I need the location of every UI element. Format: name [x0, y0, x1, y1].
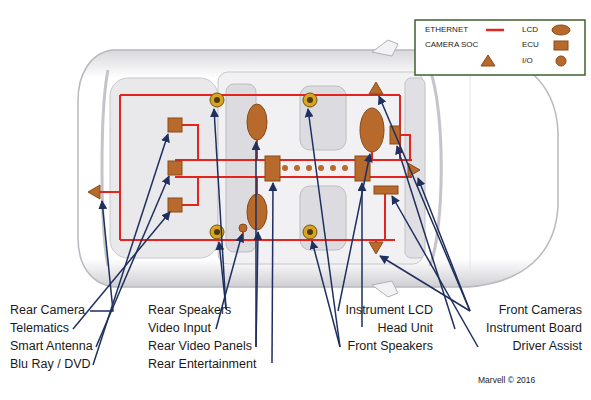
speaker-cone [307, 229, 313, 235]
callout-label: Instrument LCD [345, 304, 433, 317]
speaker-cone [307, 97, 313, 103]
lcd-symbol [247, 194, 267, 230]
console-dot [342, 165, 348, 171]
legend-label: CAMERA SOC [425, 41, 478, 49]
ecu-symbol [168, 198, 182, 212]
leader-line [272, 183, 273, 363]
car-body [78, 50, 558, 287]
callout-label: Rear Speakers [148, 304, 231, 317]
dashboard [405, 78, 425, 258]
speaker-symbol [303, 225, 317, 239]
hood-line [470, 60, 471, 277]
legend-sample-lcd [552, 25, 570, 35]
speaker-symbol [303, 93, 317, 107]
leader-line [380, 256, 470, 311]
legend-label: ETHERNET [425, 26, 468, 34]
camera-triangle [369, 242, 383, 254]
ethernet-wire [217, 95, 310, 240]
ecu-symbol [168, 161, 182, 175]
ecu-symbol [374, 186, 398, 194]
leader-line [312, 241, 340, 347]
callout-label: Blu Ray / DVD [10, 358, 91, 371]
copyright-note: Marvell © 2016 [478, 376, 535, 385]
callout-label: Front Cameras [499, 304, 582, 317]
callout-label: Driver Assist [513, 340, 582, 353]
legend-label: I/O [522, 57, 533, 65]
legend-box [415, 20, 585, 75]
callout-label: Rear Camera [10, 304, 85, 317]
callout-label: Rear Entertainment [148, 358, 256, 371]
callout-label: Head Unit [377, 322, 433, 335]
lcd-symbol [360, 108, 384, 152]
io-symbol [239, 224, 247, 232]
console-dot [294, 165, 300, 171]
ecu-symbol [265, 156, 280, 181]
callout-label: Video Input [148, 322, 211, 335]
legend-sample-ecu [554, 41, 568, 50]
callout-label: Instrument Board [486, 322, 582, 335]
legend-sample-io [556, 56, 566, 66]
leader-line [214, 109, 226, 309]
ecu-symbol [168, 118, 182, 132]
windshield-edge [430, 70, 441, 266]
trunk-area [110, 78, 218, 258]
leader-line [418, 178, 470, 311]
callout-label: Telematics [10, 322, 69, 335]
console-dot [318, 165, 324, 171]
leader-line [308, 109, 340, 347]
side-mirror [372, 281, 398, 297]
lcd-symbol [247, 104, 267, 140]
legend-label: LCD [522, 26, 538, 34]
console-dot [330, 165, 336, 171]
cabin-floor [218, 72, 423, 264]
console-dot [282, 165, 288, 171]
leader-line [379, 96, 470, 311]
leader-line [338, 154, 370, 311]
leader-line [255, 142, 257, 347]
callout-label: Front Speakers [348, 340, 433, 353]
camera-triangle [369, 82, 383, 94]
ethernet-wire [175, 176, 412, 178]
ethernet-wire [119, 95, 121, 240]
speaker-cone [214, 229, 220, 235]
speaker-cone [214, 97, 220, 103]
legend-sample-camera [481, 55, 495, 66]
legend-sample-line [486, 29, 504, 32]
leader-line [397, 146, 455, 329]
legend-label: ECU [522, 41, 539, 49]
camera-triangle [88, 185, 100, 199]
ethernet-wire [175, 159, 412, 161]
ethernet-wire [384, 190, 386, 240]
callout-label: Smart Antenna [10, 340, 93, 353]
speaker-symbol [210, 93, 224, 107]
console-dot [306, 165, 312, 171]
callout-label: Rear Video Panels [148, 340, 252, 353]
side-mirror [372, 40, 398, 56]
ethernet-wire [120, 94, 400, 96]
